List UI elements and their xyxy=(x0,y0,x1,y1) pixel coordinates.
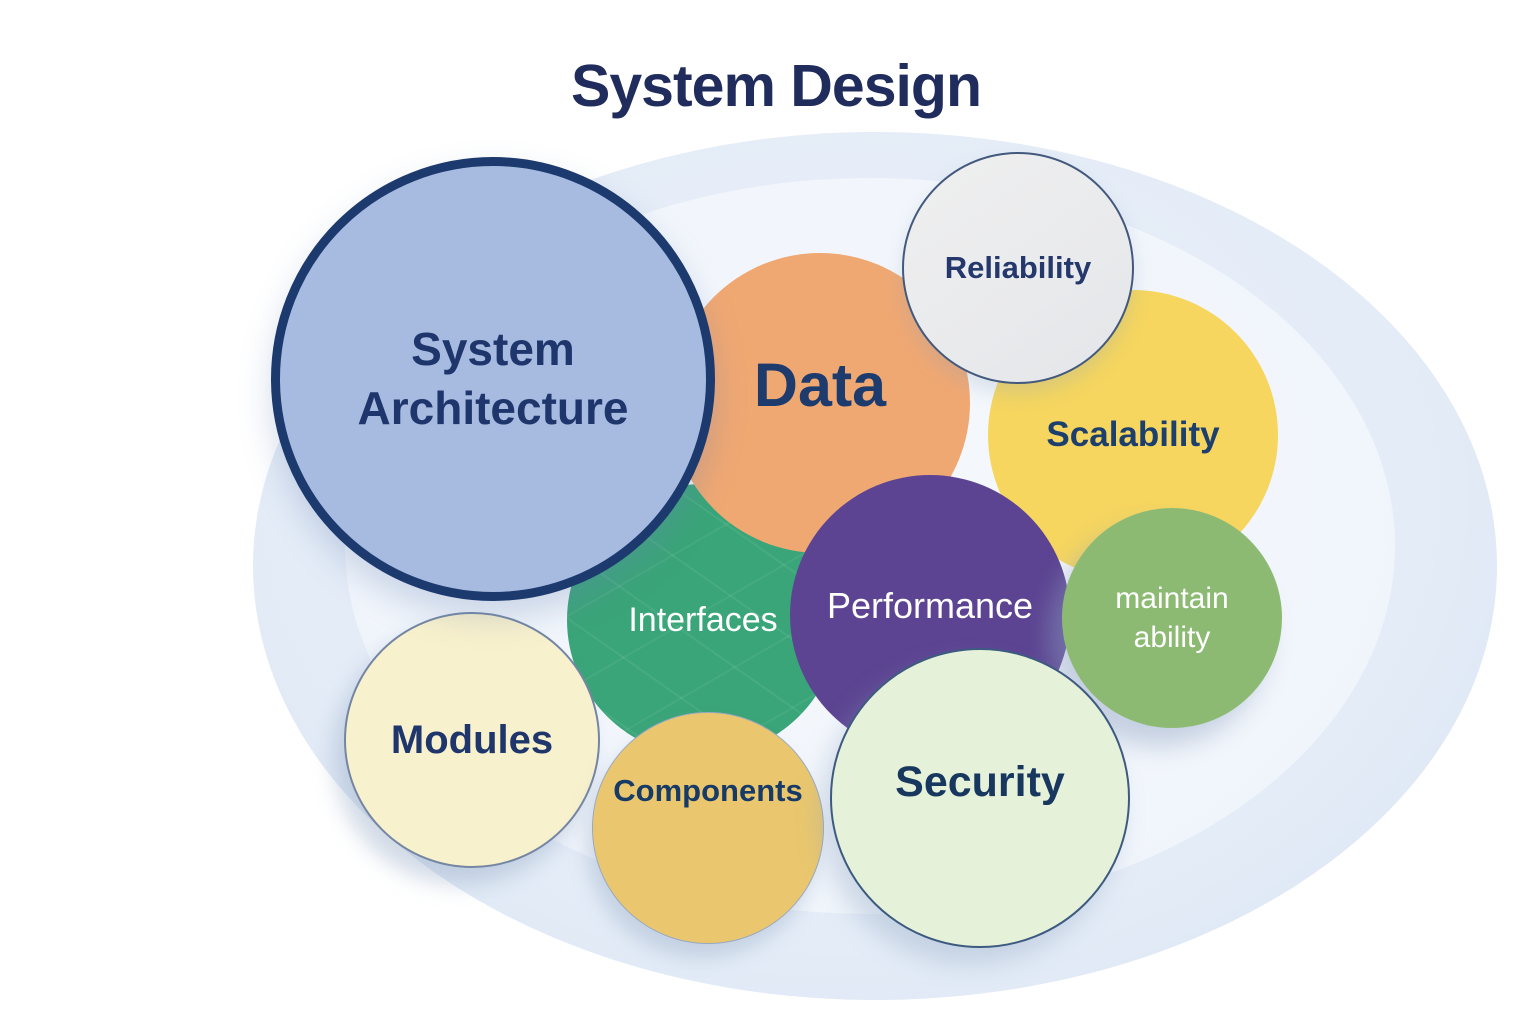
bubble-interfaces-label: Interfaces xyxy=(628,600,778,639)
bubble-reliability: Reliability xyxy=(902,152,1134,384)
bubble-modules: Modules xyxy=(344,612,600,868)
bubble-security: Security xyxy=(830,648,1130,948)
bubble-modules-label: Modules xyxy=(390,718,554,762)
bubble-components: Components xyxy=(592,712,824,944)
bubble-system-architecture-label: System Architecture xyxy=(357,323,629,434)
bubble-system-architecture: System Architecture xyxy=(271,157,715,601)
bubble-data-label: Data xyxy=(753,351,887,420)
bubble-maintainability: maintain ability xyxy=(1062,508,1282,728)
bubble-performance-label: Performance xyxy=(826,585,1034,627)
bubble-components-label: Components xyxy=(613,773,803,809)
page-title: System Design xyxy=(571,53,982,119)
bubble-security-label: Security xyxy=(895,758,1065,807)
bubble-maintainability-label: maintain ability xyxy=(1115,582,1229,654)
bubble-reliability-label: Reliability xyxy=(944,250,1092,286)
bubble-scalability-label: Scalability xyxy=(1046,415,1220,454)
